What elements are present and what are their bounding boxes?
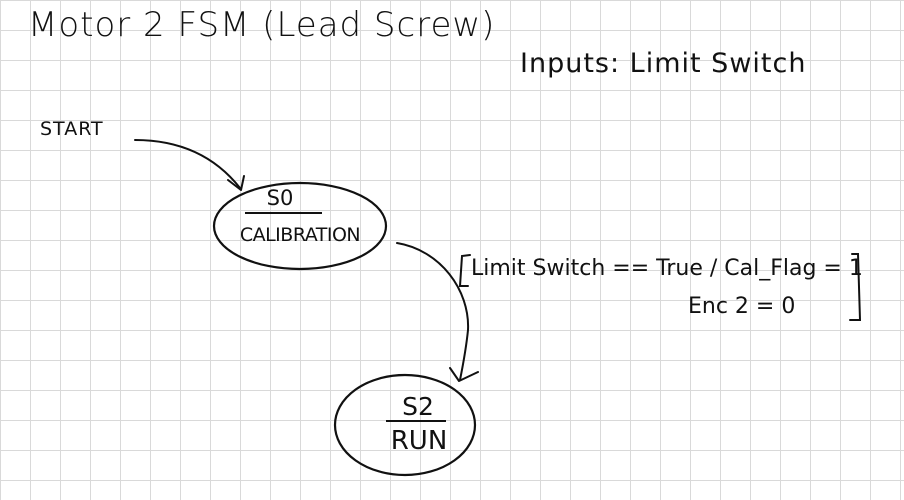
transition-condition: Limit Switch == True / Cal_Flag = 1 (471, 256, 863, 281)
guard-bracket-right (849, 253, 862, 321)
start-arrow (134, 139, 241, 189)
start-label: START (40, 118, 104, 140)
state-s2-circle (333, 373, 477, 477)
start-arrowhead (227, 175, 245, 191)
transition-action: Enc 2 = 0 (688, 294, 796, 319)
page-title: Motor 2 FSM (Lead Screw) (28, 5, 496, 45)
state-s2-name: RUN (390, 426, 448, 456)
state-s0-name: CALIBRATION (239, 224, 361, 246)
state-s0-id: S0 (266, 186, 294, 210)
state-s2-id: S2 (402, 392, 434, 421)
transition-arrowhead (449, 367, 479, 382)
guard-bracket-left (458, 254, 471, 287)
state-s0-circle (212, 181, 388, 271)
inputs-label: Inputs: Limit Switch (520, 48, 807, 79)
transition-arrow (396, 242, 470, 381)
